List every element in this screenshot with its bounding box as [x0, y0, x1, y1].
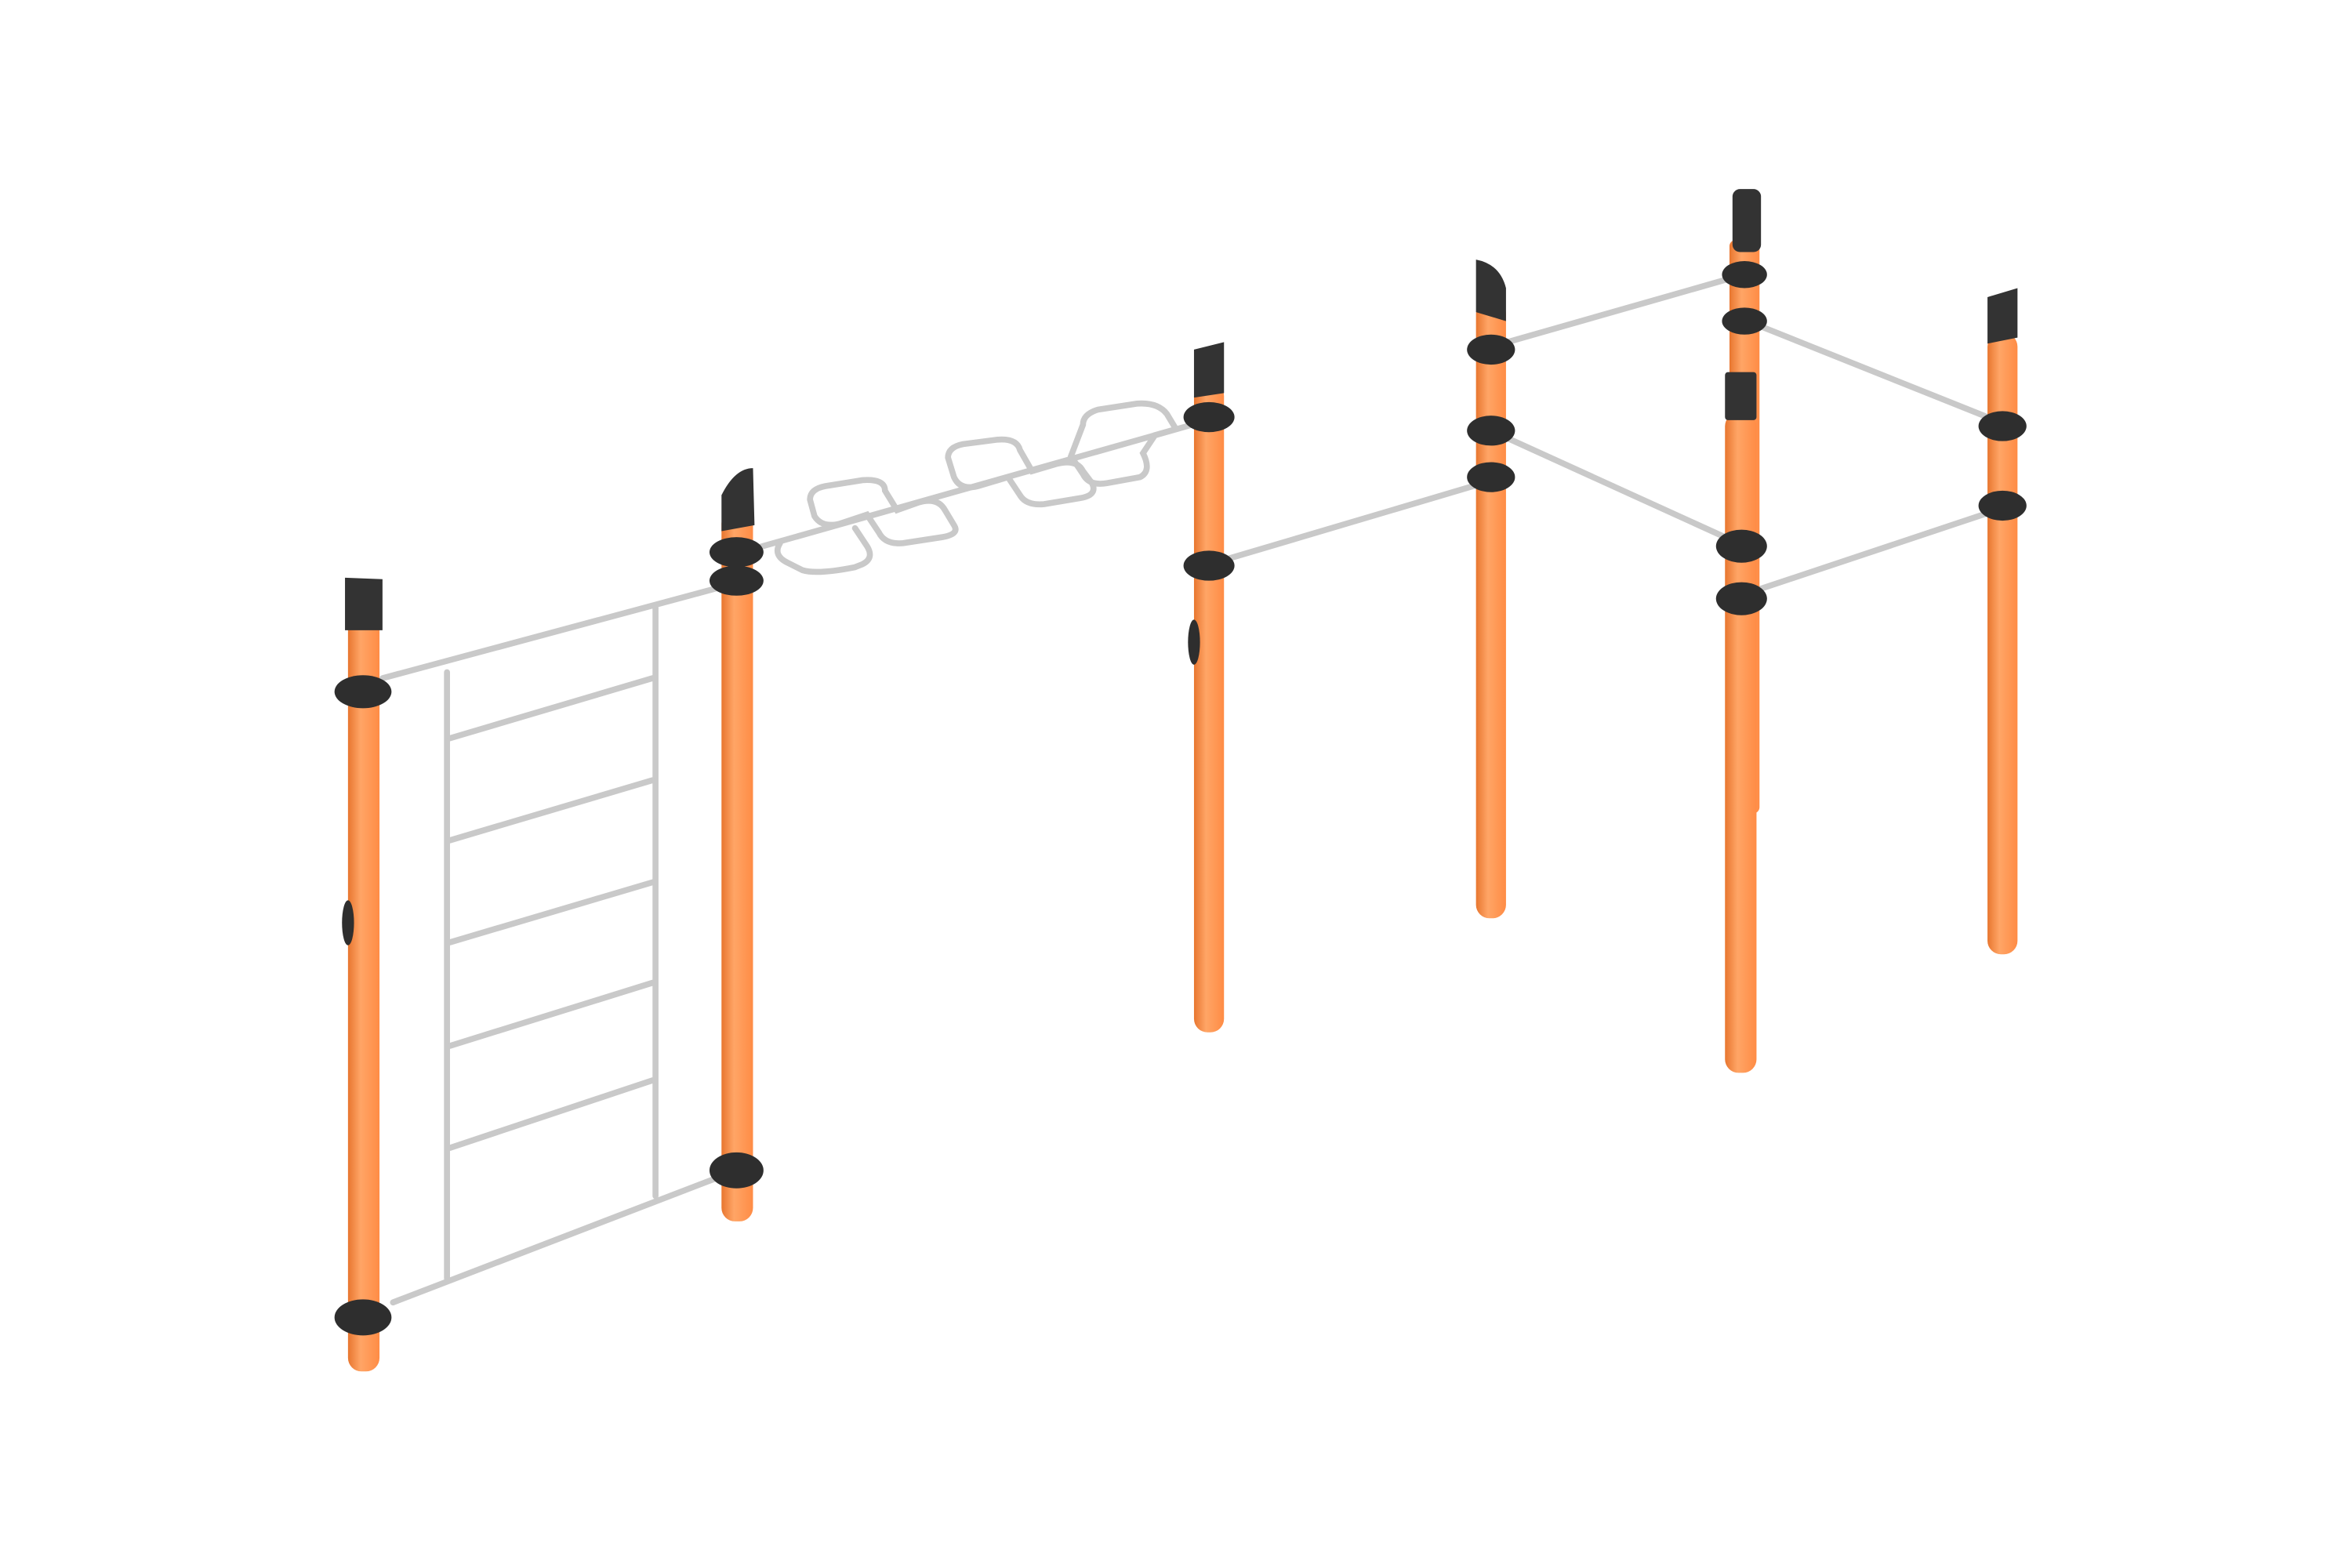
pole-caps [345, 189, 2018, 630]
pole [721, 510, 753, 1221]
pole-cap-icon [1193, 342, 1225, 398]
clamp [1715, 582, 1767, 615]
clamp [709, 537, 764, 568]
steel-bars [379, 276, 1991, 1306]
clamp [1978, 490, 2027, 521]
clamp [1467, 416, 1515, 446]
clamp [1183, 401, 1235, 433]
pull-up-bar [1504, 435, 1729, 540]
clamp [709, 1152, 764, 1189]
pole-cap-icon [721, 468, 755, 532]
pole-cap-icon [345, 577, 383, 630]
monkey-bar-loop [1067, 400, 1181, 487]
pole [347, 615, 380, 1372]
monkey-bar-loop [774, 524, 873, 575]
pole [1475, 299, 1506, 919]
pole-cap-icon [1732, 189, 1762, 252]
clamp [1715, 529, 1767, 563]
clamp [1188, 619, 1200, 665]
clamp [1722, 261, 1767, 289]
ladder-rung [447, 777, 656, 844]
ladder-rung [447, 1077, 656, 1151]
clamp [334, 675, 392, 709]
pull-up-bar [1227, 483, 1476, 561]
pole [1725, 412, 1757, 1073]
clamp [1978, 411, 2027, 441]
pole [1987, 332, 2018, 955]
pole [1193, 383, 1225, 1033]
clamp [342, 900, 354, 946]
ladder-top-bar [379, 585, 720, 681]
pull-up-bar [1755, 510, 1991, 593]
clamp [1722, 307, 1767, 335]
clamp [1183, 550, 1235, 581]
clamps [334, 261, 2027, 1336]
clamp [334, 1299, 392, 1336]
clamp [1467, 462, 1515, 492]
pole-cap-icon [1475, 260, 1506, 321]
clamp [709, 565, 764, 596]
clamp [1467, 334, 1515, 365]
pole-cap-icon [1725, 372, 1757, 420]
pull-up-bar [1504, 276, 1731, 346]
pole-cap-icon [1987, 288, 2018, 344]
monkey-bar-loop [807, 477, 959, 546]
ladder-bottom-bar [390, 1174, 720, 1306]
ladder-rung [447, 979, 656, 1049]
poles [347, 240, 2018, 1372]
ladder-rung [447, 675, 656, 742]
pull-up-bar [1759, 324, 1991, 420]
ladder-rung [447, 879, 656, 946]
